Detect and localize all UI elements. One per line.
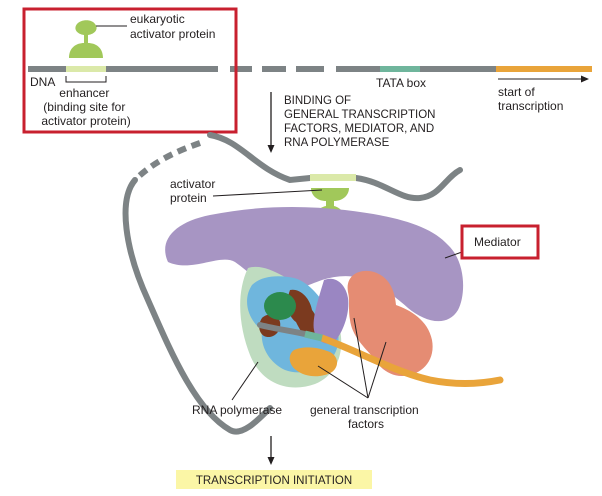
dna-label: DNA bbox=[30, 75, 55, 89]
tata-box-label: TATA box bbox=[376, 76, 426, 90]
gtf-orange-shape bbox=[289, 347, 338, 377]
enhancer-bracket bbox=[65, 76, 107, 83]
dna-loop-dashed bbox=[132, 140, 201, 183]
highlight-box-mediator bbox=[460, 224, 540, 260]
gtf-leader-2 bbox=[353, 317, 369, 399]
transcribed-region bbox=[496, 66, 592, 72]
eukaryotic-activator-label: eukaryotic activator protein bbox=[130, 12, 215, 41]
dna-gap-segment bbox=[296, 66, 324, 72]
mediator-leader bbox=[444, 251, 463, 259]
highlight-box-top-left bbox=[22, 7, 238, 134]
result-label: TRANSCRIPTION INITIATION bbox=[196, 475, 352, 487]
mediator-shape bbox=[165, 207, 464, 322]
dna-segment-right bbox=[420, 66, 496, 72]
activator-protein-label: activator protein bbox=[170, 177, 219, 205]
dna-gap-segment bbox=[230, 66, 252, 72]
dna-loop-left bbox=[122, 177, 273, 435]
polymerase-green-subunit bbox=[264, 292, 296, 320]
transcription-arrow-head bbox=[581, 75, 589, 83]
polymerase-brown-core bbox=[287, 289, 319, 339]
dna-loop-top bbox=[207, 132, 313, 184]
step-arrow-head bbox=[267, 145, 275, 153]
enhancer-on-loop bbox=[310, 174, 356, 181]
gtf-purple-shape bbox=[313, 278, 349, 344]
tata-band-on-complex bbox=[304, 330, 323, 342]
enhancer-region bbox=[66, 66, 106, 72]
top-panel: eukaryotic activator protein DNA enhance… bbox=[28, 12, 592, 128]
start-of-transcription-label: start of transcription bbox=[498, 85, 563, 113]
enhancer-label: enhancer (binding site for activator pro… bbox=[41, 86, 130, 128]
mediator-label: Mediator bbox=[474, 235, 521, 249]
gtf-label: general transcription factors bbox=[310, 403, 422, 431]
dna-transcribed-strand bbox=[318, 334, 504, 387]
gtf-leader-1 bbox=[317, 365, 369, 399]
result-box bbox=[176, 470, 372, 489]
gtf-leader-3 bbox=[367, 341, 387, 399]
dna-loop-right bbox=[353, 167, 463, 202]
transcription-complex: activator protein Mediator RNA polymeras… bbox=[122, 132, 521, 435]
rna-polymerase-leader bbox=[231, 361, 259, 401]
dna-segment-left bbox=[28, 66, 218, 72]
tata-box-region bbox=[380, 66, 420, 72]
activator-protein-leader bbox=[212, 189, 323, 197]
gtf-salmon-shape bbox=[347, 270, 433, 376]
activator-protein-shape bbox=[69, 20, 103, 58]
result-arrow-head bbox=[267, 457, 275, 465]
step-description: BINDING OF GENERAL TRANSCRIPTION FACTORS… bbox=[284, 95, 439, 149]
dna-gap-segment bbox=[262, 66, 286, 72]
dna-segment-mid bbox=[336, 66, 380, 72]
rna-polymerase-label: RNA polymerase bbox=[192, 403, 282, 417]
